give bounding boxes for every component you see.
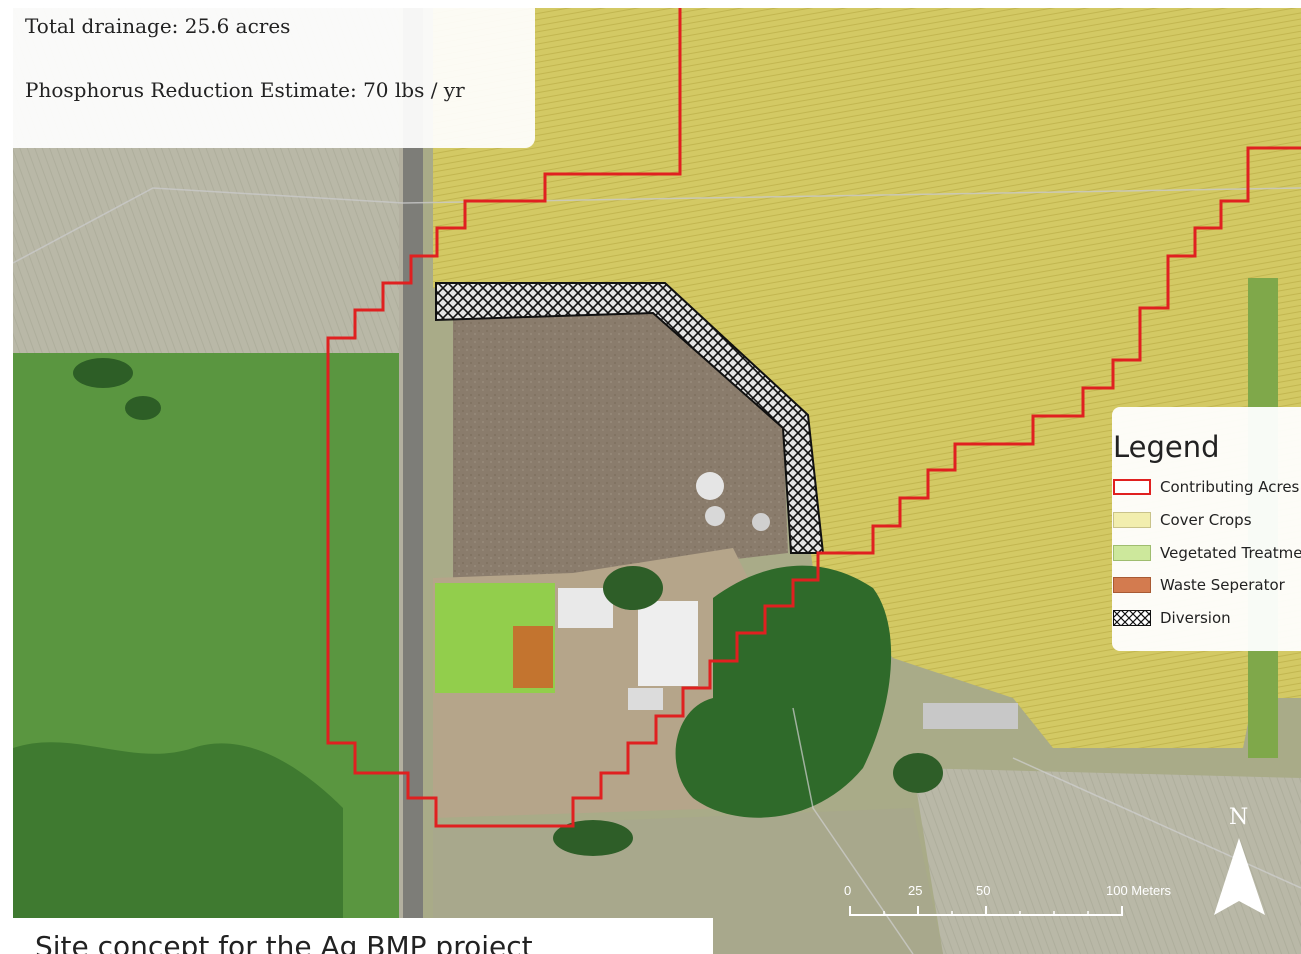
road-shoulder — [399, 8, 403, 954]
tree-cluster-c — [73, 358, 133, 388]
wheat-field — [433, 8, 1301, 748]
legend-label: Waste Seperator — [1160, 576, 1285, 594]
tree-cluster-d — [125, 396, 161, 420]
legend-label: Vegetated Treatment — [1160, 544, 1301, 562]
scale-tick-label: 0 — [844, 883, 852, 898]
field-bottom-right — [913, 768, 1301, 954]
trees-left — [13, 742, 343, 954]
legend-label: Cover Crops — [1160, 511, 1252, 529]
legend-item-waste-separator: Waste Seperator — [1113, 575, 1285, 595]
parcel-lines-b — [792, 707, 1301, 954]
legend-title: Legend — [1113, 430, 1220, 464]
silo-2 — [705, 506, 725, 526]
tree-cluster-e — [893, 753, 943, 793]
bare-soil-parcel — [453, 310, 788, 580]
scale-bar: 0 25 50 100 Meters — [840, 880, 1171, 920]
contributing-acres-swatch — [1113, 479, 1151, 495]
north-label: N — [1229, 805, 1249, 830]
diversion-swatch — [1113, 610, 1151, 626]
phosphorus-estimate: Phosphorus Reduction Estimate: 70 lbs / … — [25, 78, 465, 102]
scale-tick-label: 100 Meters — [1106, 883, 1172, 898]
contributing-acres-left — [326, 8, 1301, 828]
scale-tick-label: 50 — [976, 883, 991, 898]
info-panel: Total drainage: 25.6 acres Phosphorus Re… — [13, 8, 535, 148]
legend-label: Diversion — [1160, 609, 1231, 627]
building-shed — [638, 601, 698, 686]
aerial-map[interactable] — [13, 8, 1301, 954]
caption-box: Site concept for the Ag BMP project — [13, 918, 713, 954]
total-drainage: Total drainage: 25.6 acres — [25, 14, 291, 38]
building-small — [628, 688, 663, 710]
building-barn — [558, 588, 613, 628]
vegetated-treatment-swatch — [1113, 545, 1151, 561]
waste-separator-swatch — [1113, 577, 1151, 593]
legend-item-vegetated-treatment: Vegetated Treatment — [1113, 543, 1301, 563]
building-east — [923, 703, 1018, 729]
road — [403, 8, 423, 954]
map-legend: Legend Contributing Acres Cover Crops Ve… — [1112, 407, 1301, 651]
tree-cluster-b — [553, 820, 633, 856]
cover-crops-swatch — [1113, 512, 1151, 528]
north-arrow: N — [1212, 805, 1272, 920]
figure-caption: Site concept for the Ag BMP project — [35, 930, 533, 954]
legend-item-contributing-acres: Contributing Acres — [1113, 477, 1299, 497]
tree-belt — [675, 565, 892, 818]
parcel-lines — [13, 187, 1301, 264]
silo-1 — [696, 472, 724, 500]
scale-bar-graphic — [849, 906, 1123, 916]
silo-3 — [752, 513, 770, 531]
scale-tick-label: 25 — [908, 883, 923, 898]
diversion — [435, 282, 825, 554]
north-arrow-icon — [1214, 838, 1265, 915]
waste-separator — [513, 626, 553, 688]
legend-item-cover-crops: Cover Crops — [1113, 510, 1252, 530]
tree-cluster-a — [603, 566, 663, 610]
legend-label: Contributing Acres — [1160, 478, 1300, 496]
map-canvas — [13, 8, 1301, 954]
legend-item-diversion: Diversion — [1113, 608, 1231, 628]
